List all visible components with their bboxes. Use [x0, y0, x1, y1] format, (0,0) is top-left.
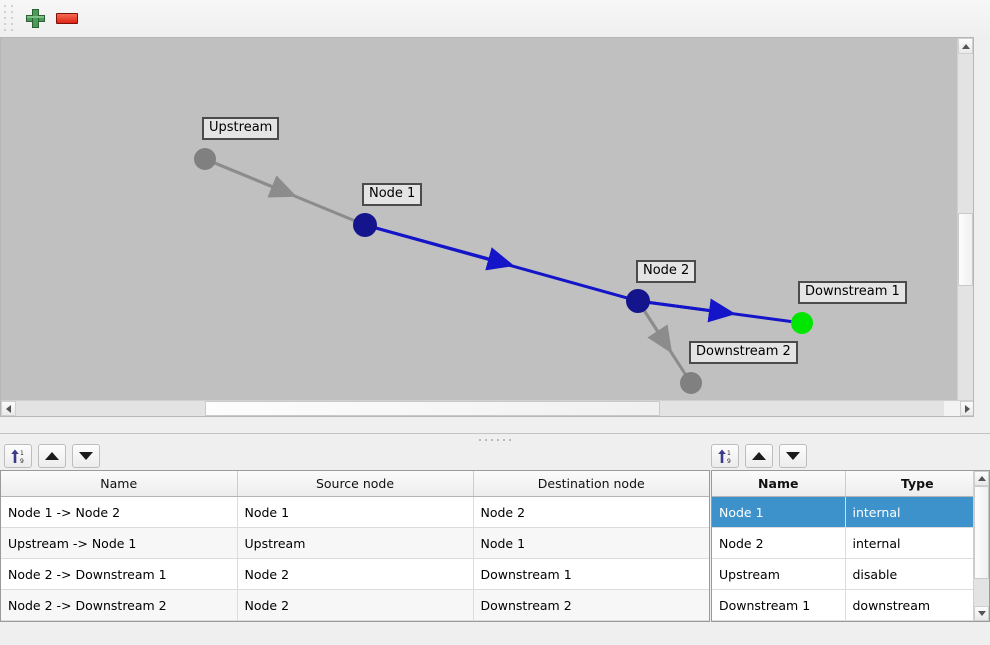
- column-header-name[interactable]: Name: [1, 471, 238, 497]
- splitter-grip: [479, 438, 511, 441]
- column-header-source[interactable]: Source node: [237, 471, 474, 497]
- table-row[interactable]: Upstream disable: [712, 558, 989, 590]
- graph-hscroll-thumb[interactable]: [205, 401, 660, 416]
- edge-move-up-button[interactable]: [38, 444, 66, 468]
- edge-table-container[interactable]: Name Source node Destination node Node 1…: [0, 470, 710, 622]
- node-table-toolbar: 1 9: [711, 443, 807, 469]
- cell-name: Node 1: [712, 496, 846, 528]
- table-row[interactable]: Upstream -> Node 1 Upstream Node 1: [1, 527, 709, 559]
- cell-destination: Node 2: [473, 496, 709, 528]
- cell-source: Node 2: [237, 558, 474, 590]
- cell-name: Node 1 -> Node 2: [1, 496, 238, 528]
- scroll-right-button[interactable]: [960, 401, 973, 416]
- column-header-type[interactable]: Type: [845, 471, 989, 497]
- main-toolbar: [0, 0, 990, 38]
- panel-splitter[interactable]: [0, 433, 990, 445]
- scroll-down-button[interactable]: [974, 606, 989, 621]
- node-table: Name Type Node 1 internal Node 2 interna…: [712, 471, 989, 621]
- graph-vscroll-thumb[interactable]: [958, 213, 973, 286]
- cell-name: Node 2: [712, 527, 846, 559]
- node-sort-button[interactable]: 1 9: [711, 444, 739, 468]
- table-row[interactable]: Downstream 1 downstream: [712, 589, 989, 621]
- graph-node-upstream: [194, 148, 216, 170]
- edge-table-header-row: Name Source node Destination node: [1, 471, 709, 497]
- graph-node-label-node2[interactable]: Node 2: [636, 260, 697, 283]
- cell-destination: Downstream 1: [473, 558, 709, 590]
- triangle-up-icon: [977, 476, 986, 481]
- edge-table: Name Source node Destination node Node 1…: [1, 471, 709, 621]
- edge-table-toolbar: 1 9: [4, 443, 100, 469]
- cell-name: Upstream: [712, 558, 846, 590]
- scroll-up-button[interactable]: [974, 471, 989, 486]
- add-node-button[interactable]: [19, 3, 51, 35]
- triangle-up-icon: [961, 43, 970, 49]
- graph-node-label-downstream1[interactable]: Downstream 1: [798, 281, 907, 304]
- triangle-down-icon: [977, 611, 986, 616]
- graph-node-downstream2: [680, 372, 702, 394]
- remove-node-button[interactable]: [51, 3, 83, 35]
- node-move-down-button[interactable]: [779, 444, 807, 468]
- column-header-name[interactable]: Name: [712, 471, 846, 497]
- minus-icon: [56, 13, 78, 24]
- table-row[interactable]: Node 2 internal: [712, 527, 989, 559]
- table-row-empty: [712, 620, 989, 621]
- sort-ascending-icon: 1 9: [717, 448, 734, 465]
- node-table-scroll-thumb[interactable]: [974, 486, 989, 579]
- node-table-scrollbar[interactable]: [973, 471, 989, 621]
- table-row-selected[interactable]: Node 1 internal: [712, 496, 989, 528]
- triangle-down-icon: [79, 452, 93, 460]
- table-row-empty: [1, 620, 709, 621]
- graph-edges: [194, 148, 813, 394]
- cell-destination: Downstream 2: [473, 589, 709, 621]
- svg-text:1: 1: [20, 450, 24, 457]
- graph-panel: Upstream Node 1 Node 2 Downstream 1 Down…: [0, 37, 990, 433]
- cell-source: Node 1: [237, 496, 474, 528]
- cell-source: Node 2: [237, 589, 474, 621]
- cell-destination: Node 1: [473, 527, 709, 559]
- node-table-container[interactable]: Name Type Node 1 internal Node 2 interna…: [711, 470, 990, 622]
- triangle-right-icon: [965, 404, 970, 413]
- table-row[interactable]: Node 2 -> Downstream 2 Node 2 Downstream…: [1, 589, 709, 621]
- graph-vertical-scrollbar[interactable]: [957, 38, 973, 416]
- cell-source: Upstream: [237, 527, 474, 559]
- graph-node-downstream1: [791, 312, 813, 334]
- cell-name: Node 2 -> Downstream 1: [1, 558, 238, 590]
- plus-icon: [25, 9, 45, 28]
- cell-type: internal: [845, 527, 989, 559]
- toolbar-drag-grip[interactable]: [3, 5, 15, 32]
- triangle-left-icon: [6, 404, 11, 413]
- graph-node-label-downstream2[interactable]: Downstream 2: [689, 341, 798, 364]
- cell-type: downstream: [845, 589, 989, 621]
- triangle-down-icon: [786, 452, 800, 460]
- graph-node-label-upstream[interactable]: Upstream: [202, 117, 280, 140]
- svg-text:1: 1: [727, 450, 731, 457]
- node-table-header-row: Name Type: [712, 471, 989, 497]
- svg-text:9: 9: [20, 458, 24, 465]
- node-move-up-button[interactable]: [745, 444, 773, 468]
- edge-sort-button[interactable]: 1 9: [4, 444, 32, 468]
- sort-ascending-icon: 1 9: [10, 448, 27, 465]
- cell-name: Node 2 -> Downstream 2: [1, 589, 238, 621]
- cell-type: internal: [845, 496, 989, 528]
- edge-move-down-button[interactable]: [72, 444, 100, 468]
- table-row[interactable]: Node 2 -> Downstream 1 Node 2 Downstream…: [1, 558, 709, 590]
- cell-name: Downstream 1: [712, 589, 846, 621]
- graph-canvas[interactable]: Upstream Node 1 Node 2 Downstream 1 Down…: [0, 37, 974, 417]
- graph-node-node2: [626, 289, 650, 313]
- scroll-left-button[interactable]: [1, 401, 16, 416]
- graph-horizontal-scrollbar[interactable]: [1, 400, 973, 416]
- graph-node-label-node1[interactable]: Node 1: [362, 183, 423, 206]
- triangle-up-icon: [752, 452, 766, 460]
- scroll-up-button[interactable]: [958, 38, 973, 54]
- column-header-destination[interactable]: Destination node: [473, 471, 709, 497]
- triangle-up-icon: [45, 452, 59, 460]
- cell-name: Upstream -> Node 1: [1, 527, 238, 559]
- graph-node-node1: [353, 213, 377, 237]
- table-row[interactable]: Node 1 -> Node 2 Node 1 Node 2: [1, 496, 709, 528]
- cell-type: disable: [845, 558, 989, 590]
- svg-text:9: 9: [727, 458, 731, 465]
